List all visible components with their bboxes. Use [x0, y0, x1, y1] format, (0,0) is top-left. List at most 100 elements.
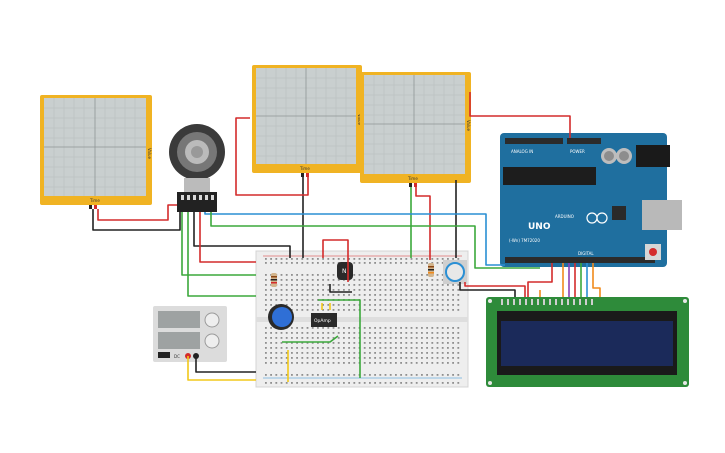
breadboard-hole[interactable]	[322, 304, 324, 306]
breadboard-hole[interactable]	[363, 342, 366, 344]
breadboard-hole[interactable]	[327, 304, 330, 306]
breadboard-hole[interactable]	[415, 274, 418, 276]
breadboard-hole[interactable]	[363, 382, 366, 384]
breadboard-hole[interactable]	[415, 332, 418, 334]
breadboard-hole[interactable]	[374, 262, 376, 264]
breadboard-hole[interactable]	[322, 309, 324, 311]
power-jack[interactable]	[636, 145, 670, 167]
breadboard-hole[interactable]	[317, 274, 319, 276]
breadboard-hole[interactable]	[441, 258, 444, 260]
breadboard-hole[interactable]	[421, 347, 423, 349]
breadboard-hole[interactable]	[322, 289, 324, 291]
breadboard-hole[interactable]	[311, 374, 314, 376]
breadboard-hole[interactable]	[358, 279, 361, 281]
breadboard-hole[interactable]	[280, 347, 283, 349]
breadboard-hole[interactable]	[410, 374, 413, 376]
breadboard-hole[interactable]	[301, 347, 304, 349]
breadboard-hole[interactable]	[353, 309, 356, 311]
breadboard-hole[interactable]	[270, 337, 272, 339]
breadboard-hole[interactable]	[332, 284, 335, 286]
breadboard-hole[interactable]	[431, 362, 434, 364]
breadboard-hole[interactable]	[332, 382, 335, 384]
potentiometer-small[interactable]	[443, 260, 467, 284]
breadboard-hole[interactable]	[285, 289, 288, 291]
breadboard-hole[interactable]	[421, 258, 423, 260]
breadboard-hole[interactable]	[301, 294, 304, 296]
breadboard-hole[interactable]	[285, 258, 288, 260]
breadboard-hole[interactable]	[426, 382, 428, 384]
breadboard-hole[interactable]	[410, 342, 413, 344]
breadboard-hole[interactable]	[421, 309, 423, 311]
breadboard-hole[interactable]	[363, 352, 366, 354]
breadboard-hole[interactable]	[421, 327, 423, 329]
breadboard-hole[interactable]	[441, 274, 444, 276]
breadboard-hole[interactable]	[426, 299, 428, 301]
breadboard-hole[interactable]	[322, 374, 324, 376]
breadboard-hole[interactable]	[426, 304, 428, 306]
breadboard-hole[interactable]	[296, 274, 298, 276]
breadboard-hole[interactable]	[332, 347, 335, 349]
breadboard-hole[interactable]	[265, 362, 267, 364]
breadboard-hole[interactable]	[301, 357, 304, 359]
breadboard-hole[interactable]	[389, 337, 392, 339]
breadboard-hole[interactable]	[270, 299, 272, 301]
breadboard-hole[interactable]	[369, 289, 371, 291]
breadboard-hole[interactable]	[415, 284, 418, 286]
breadboard-hole[interactable]	[348, 284, 350, 286]
breadboard-hole[interactable]	[348, 294, 350, 296]
breadboard-hole[interactable]	[457, 357, 460, 359]
breadboard-hole[interactable]	[270, 357, 272, 359]
usb-port[interactable]	[642, 200, 682, 230]
breadboard-hole[interactable]	[317, 374, 319, 376]
breadboard-hole[interactable]	[343, 327, 345, 329]
breadboard-hole[interactable]	[384, 294, 387, 296]
analog-header[interactable]	[505, 138, 563, 144]
breadboard-hole[interactable]	[348, 347, 350, 349]
breadboard-hole[interactable]	[280, 357, 283, 359]
breadboard-hole[interactable]	[426, 294, 428, 296]
breadboard-hole[interactable]	[431, 299, 434, 301]
breadboard-hole[interactable]	[405, 332, 408, 334]
breadboard-hole[interactable]	[405, 299, 408, 301]
breadboard-hole[interactable]	[265, 374, 267, 376]
breadboard-hole[interactable]	[389, 374, 392, 376]
breadboard-hole[interactable]	[447, 327, 449, 329]
breadboard-hole[interactable]	[447, 332, 449, 334]
breadboard-hole[interactable]	[311, 309, 314, 311]
breadboard-hole[interactable]	[291, 309, 293, 311]
breadboard-hole[interactable]	[436, 309, 439, 311]
breadboard-hole[interactable]	[452, 347, 454, 349]
breadboard-hole[interactable]	[384, 309, 387, 311]
potentiometer-large[interactable]	[268, 304, 294, 330]
breadboard-hole[interactable]	[447, 352, 449, 354]
breadboard-hole[interactable]	[369, 337, 371, 339]
breadboard-hole[interactable]	[369, 342, 371, 344]
breadboard-hole[interactable]	[363, 294, 366, 296]
breadboard-hole[interactable]	[452, 309, 454, 311]
breadboard-hole[interactable]	[400, 289, 402, 291]
breadboard-hole[interactable]	[379, 327, 382, 329]
breadboard-hole[interactable]	[421, 299, 423, 301]
breadboard-hole[interactable]	[410, 362, 413, 364]
breadboard-hole[interactable]	[317, 382, 319, 384]
breadboard-hole[interactable]	[400, 337, 402, 339]
breadboard-hole[interactable]	[395, 374, 397, 376]
breadboard-hole[interactable]	[348, 304, 350, 306]
breadboard-hole[interactable]	[306, 352, 309, 354]
breadboard-hole[interactable]	[343, 374, 345, 376]
breadboard-hole[interactable]	[441, 294, 444, 296]
breadboard-hole[interactable]	[426, 258, 428, 260]
breadboard-hole[interactable]	[280, 299, 283, 301]
breadboard-hole[interactable]	[410, 304, 413, 306]
breadboard-hole[interactable]	[426, 289, 428, 291]
breadboard-hole[interactable]	[395, 274, 397, 276]
breadboard-hole[interactable]	[363, 347, 366, 349]
breadboard-hole[interactable]	[311, 262, 314, 264]
breadboard-hole[interactable]	[395, 382, 397, 384]
breadboard-hole[interactable]	[343, 347, 345, 349]
breadboard-hole[interactable]	[296, 279, 298, 281]
breadboard-hole[interactable]	[311, 299, 314, 301]
breadboard-hole[interactable]	[441, 342, 444, 344]
breadboard-hole[interactable]	[353, 362, 356, 364]
breadboard-hole[interactable]	[317, 347, 319, 349]
